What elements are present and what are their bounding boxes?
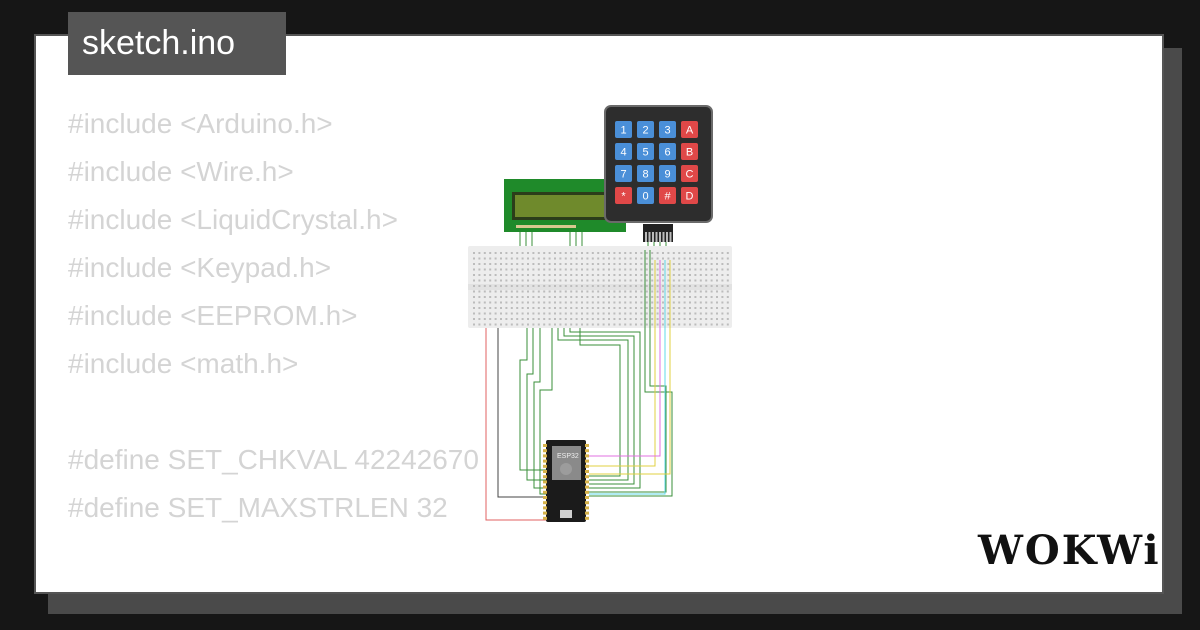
code-line: #include <Keypad.h> xyxy=(68,252,332,283)
keypad-key xyxy=(681,143,698,160)
wire xyxy=(589,260,666,495)
wokwi-logo: WOKWi xyxy=(978,527,1161,574)
keypad-key-label: 6 xyxy=(664,147,670,159)
keypad-key xyxy=(615,121,632,138)
wire xyxy=(563,328,635,485)
code-line: #include <Arduino.h> xyxy=(68,108,333,139)
wire xyxy=(497,328,546,498)
esp32-label: ESP32 xyxy=(557,453,579,460)
code-line: #define SET_CHKVAL 42242670 xyxy=(68,444,479,475)
wire xyxy=(557,328,629,481)
keypad-key-label: 2 xyxy=(642,125,648,137)
keypad-key xyxy=(659,165,676,182)
wire xyxy=(589,250,673,497)
keypad-key xyxy=(637,165,654,182)
keypad-key xyxy=(637,121,654,138)
code-line: #include <Wire.h> xyxy=(68,156,294,187)
keypad-key-label: 8 xyxy=(642,169,648,181)
wire xyxy=(519,328,546,471)
wire xyxy=(569,328,641,489)
keypad-key-label: C xyxy=(686,169,694,181)
keypad-key xyxy=(681,187,698,204)
keypad-key-label: D xyxy=(686,191,694,203)
code-line: #define SET_MAXSTRLEN 32 xyxy=(68,492,448,523)
esp32-board: ESP32 xyxy=(543,440,589,522)
wire xyxy=(589,260,656,467)
breadboard xyxy=(468,246,732,328)
keypad-key-label: 7 xyxy=(620,169,626,181)
keypad-key-label: 5 xyxy=(642,147,648,159)
keypad-key-label: # xyxy=(664,191,671,203)
keypad-key xyxy=(615,165,632,182)
keypad-key xyxy=(659,187,676,204)
keypad-key xyxy=(637,187,654,204)
wire xyxy=(589,260,661,457)
wire xyxy=(589,260,671,475)
keypad-key xyxy=(659,143,676,160)
keypad-key xyxy=(681,165,698,182)
keypad-key-label: 9 xyxy=(664,169,670,181)
wire xyxy=(579,328,621,477)
lcd-display xyxy=(504,179,626,232)
wire xyxy=(533,328,546,489)
keypad-key-label: 3 xyxy=(664,125,670,137)
keypad-key-label: 1 xyxy=(620,125,626,137)
code-line: #include <math.h> xyxy=(68,348,299,379)
keypad-key xyxy=(615,187,632,204)
wire xyxy=(526,328,546,481)
keypad-key-label: B xyxy=(686,147,693,159)
keypad-key xyxy=(615,143,632,160)
code-preview: #include <Arduino.h> #include <Wire.h> #… xyxy=(68,100,479,532)
keypad-key xyxy=(637,143,654,160)
wire xyxy=(589,250,667,493)
keypad-key-label: A xyxy=(686,125,694,137)
keypad-key xyxy=(659,121,676,138)
keypad-key-label: 4 xyxy=(620,147,626,159)
code-line: #include <EEPROM.h> xyxy=(68,300,358,331)
file-tab[interactable]: sketch.ino xyxy=(68,12,286,75)
keypad-key-label: 0 xyxy=(642,191,648,203)
wire xyxy=(539,328,553,495)
wire xyxy=(485,328,546,521)
keypad-key xyxy=(681,121,698,138)
keypad-key-label: * xyxy=(621,191,626,203)
keypad: 1 2 3 A 4 5 6 B 7 8 9 C * 0 # D xyxy=(604,105,713,242)
code-line: #include <LiquidCrystal.h> xyxy=(68,204,398,235)
wires xyxy=(485,232,673,521)
